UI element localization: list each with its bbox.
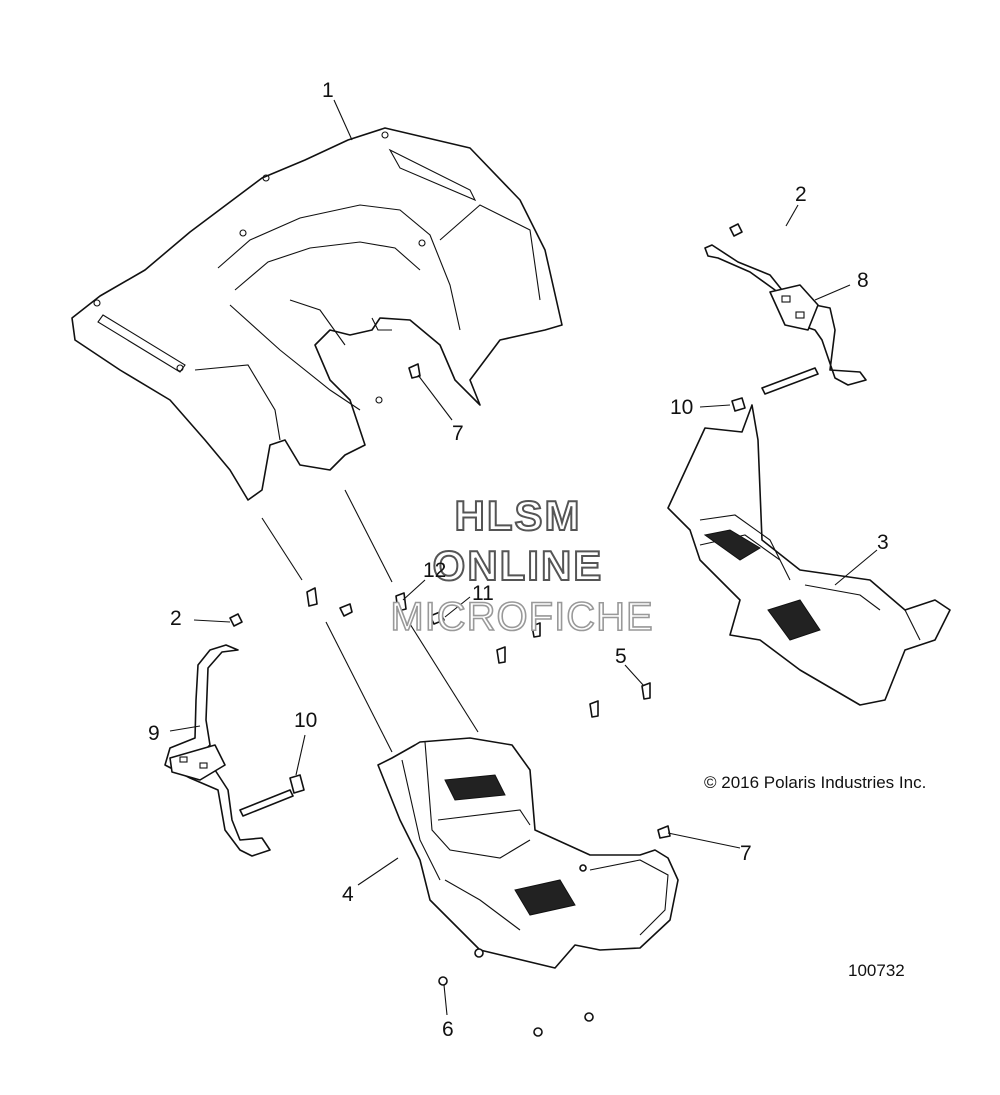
watermark-line-2: ONLINE — [433, 542, 604, 589]
callout-2-left: 2 — [170, 607, 182, 630]
part-10-spacer-right — [731, 397, 746, 412]
callout-11: 11 — [472, 582, 494, 605]
callout-7-bottom: 7 — [740, 842, 752, 865]
assembly-lines — [261, 489, 479, 753]
callout-12: 12 — [423, 559, 446, 582]
part-4-footwell-left — [377, 737, 679, 969]
callout-leaders — [169, 99, 878, 1016]
part-10-spacer-left — [289, 774, 305, 794]
callout-6: 6 — [442, 1018, 454, 1041]
watermark-line-3: MICROFICHE — [390, 595, 653, 639]
callout-8: 8 — [857, 269, 869, 292]
callout-9: 9 — [148, 722, 160, 745]
figure-number: 100732 — [848, 961, 905, 980]
callout-3: 3 — [877, 531, 889, 554]
callout-4: 4 — [342, 883, 354, 906]
copyright-notice: © 2016 Polaris Industries Inc. — [704, 773, 926, 792]
callout-7-top: 7 — [452, 422, 464, 445]
part-3-footwell-right — [667, 404, 951, 706]
callout-labels: 1 2 8 10 7 3 12 11 2 5 9 10 7 4 6 — [148, 79, 889, 1041]
callout-1: 1 — [322, 79, 334, 102]
part-1-rear-fender — [71, 127, 563, 501]
callout-2-right: 2 — [795, 183, 807, 206]
callout-10-left: 10 — [294, 709, 317, 732]
watermark-line-1: HLSM — [455, 492, 582, 539]
part-8-bracket-right — [704, 223, 867, 395]
watermark: HLSM ONLINE MICROFICHE — [390, 491, 654, 640]
callout-10-right: 10 — [670, 396, 693, 419]
fasteners — [229, 363, 671, 1037]
callout-5: 5 — [615, 645, 627, 668]
part-9-bracket-left — [164, 644, 294, 857]
